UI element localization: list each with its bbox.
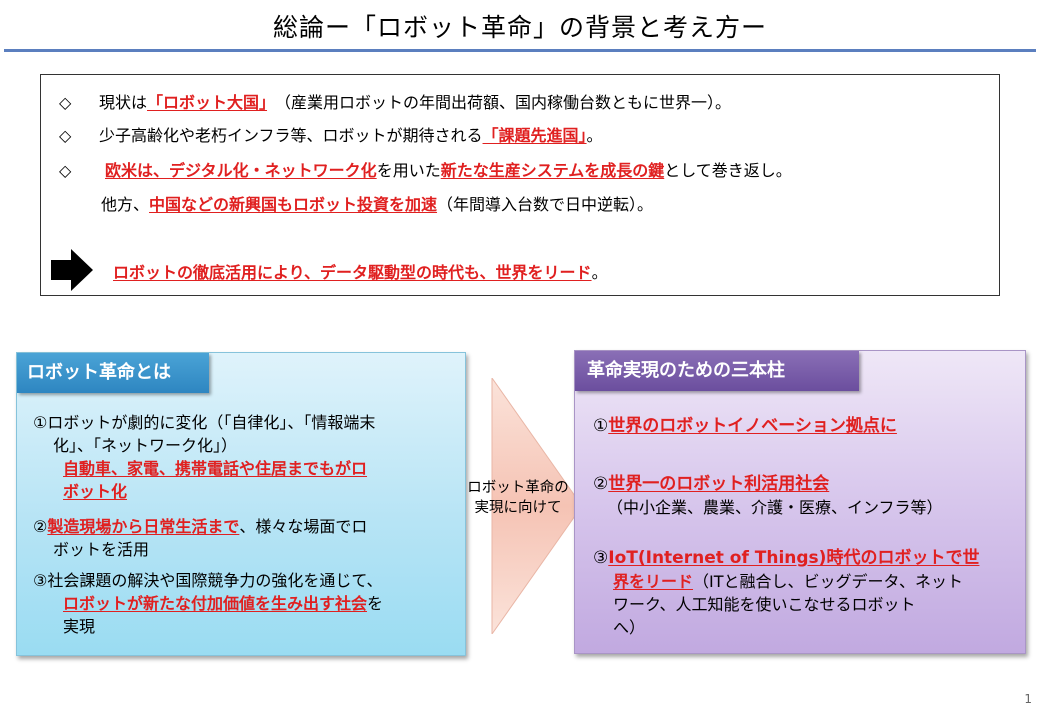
left-point-2: ②製造現場から日常生活まで、様々な場面でロ ボットを活用	[33, 517, 368, 559]
robot-revolution-panel: ロボット革命とは ①ロボットが劇的に変化（「自律化」、「情報端末 化」、「ネット…	[16, 352, 466, 656]
right-arrow-icon	[51, 249, 93, 291]
center-label: ロボット革命の 実現に向けて	[467, 480, 569, 516]
summary-line-1: ◇現状は「ロボット大国」 （産業用ロボットの年間出荷額、国内稼働台数ともに世界一…	[59, 93, 732, 112]
page-number: 1	[1024, 692, 1032, 706]
left-point-3: ③社会課題の解決や国際競争力の強化を通じて、 ロボットが新たな付加価値を生み出す…	[33, 571, 384, 636]
left-point-1: ①ロボットが劇的に変化（「自律化」、「情報端末 化」、「ネットワーク化」） 自動…	[33, 413, 376, 501]
summary-box: ◇現状は「ロボット大国」 （産業用ロボットの年間出荷額、国内稼働台数ともに世界一…	[40, 74, 1000, 296]
page-title: 総論ー「ロボット革命」の背景と考え方ー	[272, 13, 767, 42]
diamond-bullet-icon: ◇	[59, 161, 72, 180]
three-pillars-panel: 革命実現のための三本柱 ①世界のロボットイノベーション拠点に ②世界一のロボット…	[574, 350, 1026, 654]
robot-revolution-header: ロボット革命とは	[17, 353, 209, 393]
pillar-3: ③IoT(Internet of Things)時代のロボットで世 界をリード（…	[593, 548, 980, 637]
three-pillars-header: 革命実現のための三本柱	[575, 351, 859, 391]
diamond-bullet-icon: ◇	[59, 93, 72, 112]
conclusion-line: ロボットの徹底活用により、データ駆動型の時代も、世界をリード。	[113, 263, 608, 282]
chevron-arrow-icon	[491, 378, 582, 634]
diamond-bullet-icon: ◇	[59, 126, 72, 145]
pillar-2: ②世界一のロボット利活用社会 （中小企業、農業、介護・医療、インフラ等）	[593, 474, 943, 517]
summary-line-3: ◇欧米は、デジタル化・ネットワーク化を用いた新たな生産システムを成長の鍵として巻…	[59, 161, 792, 180]
title-divider	[4, 49, 1036, 52]
pillar-1: ①世界のロボットイノベーション拠点に	[593, 416, 897, 436]
summary-line-4: 他方、中国などの新興国もロボット投資を加速（年間導入台数で日中逆転）。	[101, 195, 654, 214]
summary-line-2: ◇少子高齢化や老朽インフラ等、ロボットが期待される「課題先進国」。	[59, 126, 603, 145]
